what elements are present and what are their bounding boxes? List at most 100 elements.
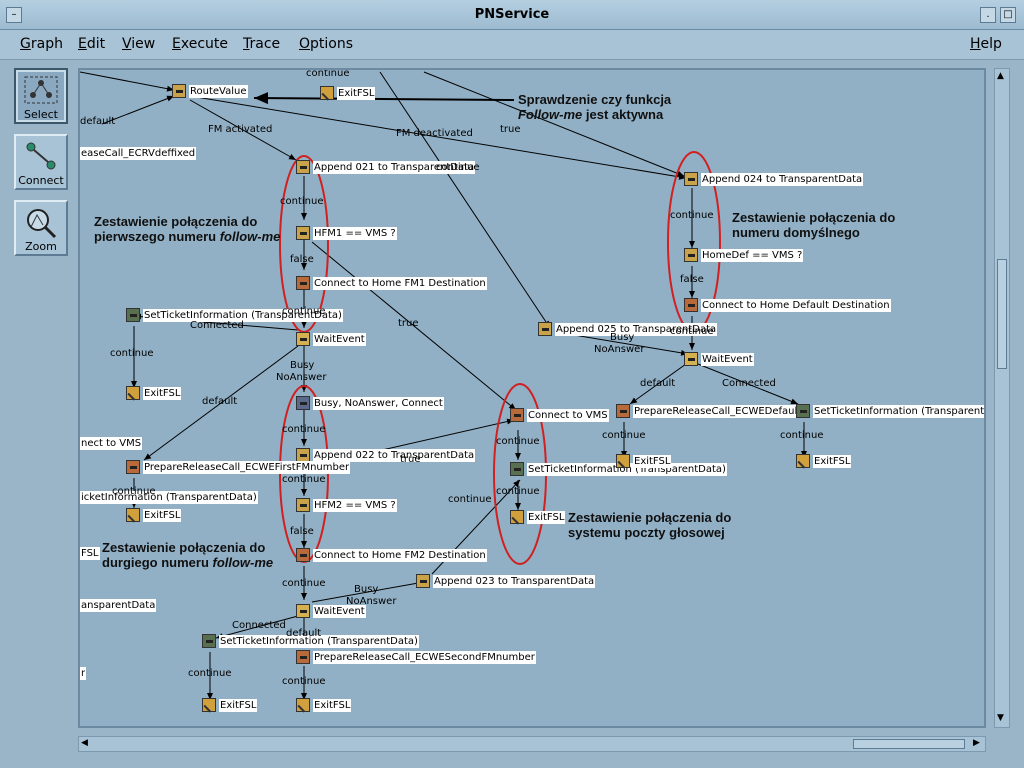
menu-help[interactable]: Help xyxy=(970,36,1002,52)
graph-canvas[interactable]: RouteValue ExitFSL easeCall_ECRVdeffixed… xyxy=(78,68,986,728)
decision-icon xyxy=(296,226,310,240)
edge-label-continue: continue xyxy=(188,668,232,679)
edge-label-false: false xyxy=(290,254,314,265)
ticket-icon xyxy=(796,404,810,418)
edge-label-true: true xyxy=(398,318,419,329)
exit-icon xyxy=(296,698,310,712)
scroll-left-icon[interactable]: ◀ xyxy=(81,738,88,748)
ticket-icon xyxy=(510,462,524,476)
scroll-down-icon[interactable]: ▼ xyxy=(997,713,1004,723)
window-menu-button[interactable]: – xyxy=(6,7,22,23)
edge-label-fm-deactivated: FM deactivated xyxy=(396,128,473,139)
horizontal-scrollbar[interactable]: ◀ ▶ xyxy=(78,736,986,752)
select-tool-button[interactable]: Select xyxy=(14,68,68,124)
edge-label-false: false xyxy=(680,274,704,285)
release-icon xyxy=(126,460,140,474)
menu-options[interactable]: Options xyxy=(299,36,354,52)
decision-icon xyxy=(296,498,310,512)
scroll-right-icon[interactable]: ▶ xyxy=(973,738,980,748)
event-icon xyxy=(296,396,310,410)
edge-label-default: default xyxy=(202,396,238,407)
annotation-arrow xyxy=(253,92,515,105)
menu-view[interactable]: View xyxy=(122,36,156,52)
connect-icon xyxy=(510,408,524,422)
connect-icon xyxy=(684,298,698,312)
exit-icon xyxy=(126,386,140,400)
select-tool-icon xyxy=(24,76,58,104)
edge-label-continue: continue xyxy=(282,578,326,589)
note-second-follow-me: Zestawienie połączenia do durgiego numer… xyxy=(102,540,274,570)
edge-label-continue: continue xyxy=(602,430,646,441)
exit-icon xyxy=(126,508,140,522)
edge-label-connected: Connected xyxy=(722,378,776,389)
exit-icon xyxy=(616,454,630,468)
connect-icon xyxy=(296,548,310,562)
append-icon xyxy=(538,322,552,336)
vertical-scroll-thumb[interactable] xyxy=(997,259,1007,369)
menu-execute[interactable]: Execute xyxy=(172,36,228,52)
exit-icon xyxy=(796,454,810,468)
edge-label-continue: continue xyxy=(496,486,540,497)
wait-icon xyxy=(296,604,310,618)
edge-label-continue: continue xyxy=(670,326,714,337)
menu-graph[interactable]: Graph xyxy=(20,36,63,52)
edge-label-continue: continue xyxy=(112,486,156,497)
edge-label-continue: continue xyxy=(110,348,154,359)
exit-icon xyxy=(202,698,216,712)
select-tool-label: Select xyxy=(24,108,58,121)
edge-label-busy: Busy xyxy=(610,332,635,343)
minimize-button[interactable]: . xyxy=(980,7,996,23)
vertical-scrollbar[interactable]: ▲ ▼ xyxy=(994,68,1010,728)
edge-label-continue: continue xyxy=(670,210,714,221)
connect-tool-button[interactable]: Connect xyxy=(14,134,68,190)
wait-icon xyxy=(684,352,698,366)
menu-edit[interactable]: Edit xyxy=(78,36,106,52)
menu-trace[interactable]: Trace xyxy=(243,36,281,52)
edge-label-default: default xyxy=(286,628,322,639)
scroll-up-icon[interactable]: ▲ xyxy=(997,71,1004,81)
exit-icon xyxy=(510,510,524,524)
append-icon xyxy=(296,160,310,174)
note-follow-me-check: Sprawdzenie czy funkcja Follow-me jest a… xyxy=(518,92,672,122)
edge-label-busy: Busy xyxy=(354,584,379,595)
edge-label-continue: continue xyxy=(436,162,480,173)
edge-label-noanswer: NoAnswer xyxy=(594,344,645,355)
edge-label-continue: continue xyxy=(448,494,492,505)
edge-label-true: true xyxy=(400,454,421,465)
note-first-follow-me: Zestawienie połączenia do pierwszego num… xyxy=(94,214,281,244)
ticket-icon xyxy=(202,634,216,648)
edge-label-false: false xyxy=(290,526,314,537)
edge-label-default: default xyxy=(640,378,676,389)
menu-bar: Graph Edit View Execute Trace Options He… xyxy=(0,30,1024,60)
wait-icon xyxy=(296,332,310,346)
append-icon xyxy=(296,448,310,462)
release-icon xyxy=(616,404,630,418)
maximize-button[interactable]: □ xyxy=(1000,7,1016,23)
horizontal-scroll-thumb[interactable] xyxy=(853,739,965,749)
edge-label-continue: continue xyxy=(282,474,326,485)
edge-label-true: true xyxy=(500,124,521,135)
edge-label-default: default xyxy=(80,116,116,127)
ticket-icon xyxy=(126,308,140,322)
tool-palette: Select Connect Zoom xyxy=(10,66,72,262)
window-title: PNService xyxy=(474,7,550,22)
connect-tool-label: Connect xyxy=(18,174,64,187)
append-icon xyxy=(416,574,430,588)
edge-label-continue: continue xyxy=(282,424,326,435)
edge-label-continue: continue xyxy=(282,676,326,687)
zoom-tool-label: Zoom xyxy=(25,240,57,253)
route-icon xyxy=(172,84,186,98)
connect-icon xyxy=(296,276,310,290)
edge-label-connected: Connected xyxy=(232,620,286,631)
zoom-tool-button[interactable]: Zoom xyxy=(14,200,68,256)
edge-label-noanswer: NoAnswer xyxy=(346,596,397,607)
edge-label-continue: continue xyxy=(780,430,824,441)
edge-label-fm-activated: FM activated xyxy=(208,124,273,135)
note-default-number: Zestawienie połączenia do numeru domyśln… xyxy=(732,210,896,240)
edge-label-continue: continue xyxy=(306,68,350,79)
edge-label-noanswer: NoAnswer xyxy=(276,372,327,383)
decision-icon xyxy=(684,248,698,262)
edge-label-busy: Busy xyxy=(290,360,315,371)
note-voicemail: Zestawienie połączenia do systemu poczty… xyxy=(568,510,732,540)
exit-icon xyxy=(320,86,334,100)
